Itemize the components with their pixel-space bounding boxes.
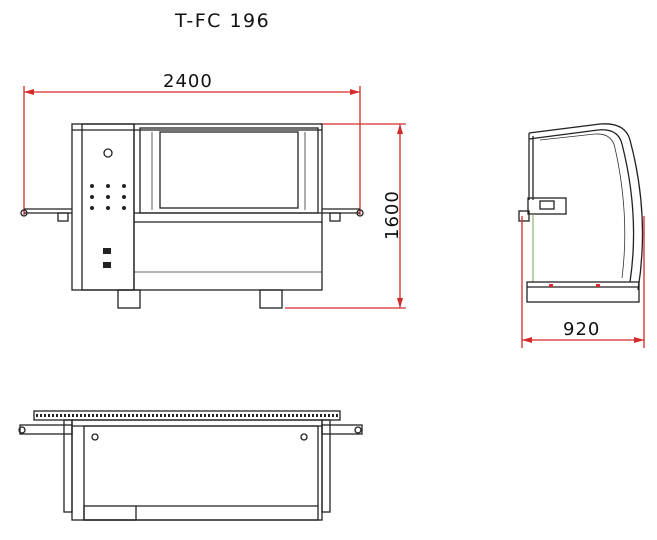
control-buttons xyxy=(90,184,126,210)
top-view-body xyxy=(71,419,323,521)
top-rail xyxy=(33,410,341,421)
cabinet-outline xyxy=(71,123,323,291)
height-dimension-label: 1600 xyxy=(382,190,403,240)
side-bracket xyxy=(527,197,567,215)
left-foot xyxy=(117,289,141,309)
depth-dimension-label: 920 xyxy=(563,319,600,340)
thermostat-knob-icon xyxy=(103,148,113,158)
display-glass xyxy=(139,127,319,214)
height-dimension-line xyxy=(285,123,406,309)
left-tray xyxy=(20,208,72,222)
drawer-front xyxy=(83,505,137,521)
depth-dimension-line xyxy=(521,216,645,348)
display-inner-frame xyxy=(159,131,299,209)
top-view xyxy=(18,410,363,521)
right-tray xyxy=(322,208,364,222)
front-view: 2400 1600 xyxy=(20,71,406,309)
side-view: 920 xyxy=(518,123,645,348)
drawing-title: T-FC 196 xyxy=(174,10,270,32)
curved-glass-outer xyxy=(528,123,644,291)
width-dimension-label: 2400 xyxy=(163,71,213,92)
power-switch-icon xyxy=(103,248,111,268)
width-dimension-line xyxy=(23,86,361,215)
side-base xyxy=(526,281,640,303)
right-foot xyxy=(259,289,283,309)
